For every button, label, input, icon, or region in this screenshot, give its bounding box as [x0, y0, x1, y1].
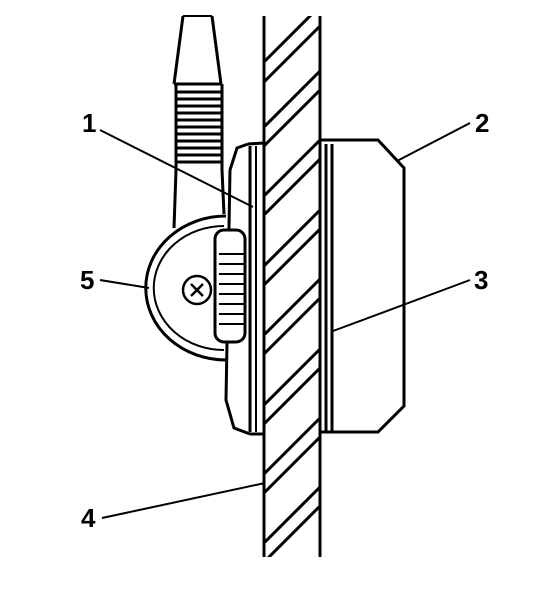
callout-3: 3 — [474, 265, 488, 295]
leader-line-1 — [99, 129, 254, 208]
callout-5: 5 — [80, 265, 94, 295]
vehicle-panel — [262, 16, 322, 557]
screw-head — [181, 274, 213, 306]
antenna-mast — [172, 15, 223, 86]
antenna-ribbed-section — [174, 84, 224, 170]
inner-coupler-pad — [324, 144, 334, 432]
leader-line-4 — [101, 482, 266, 519]
leader-line-2 — [396, 122, 471, 162]
leader-lines — [99, 122, 471, 519]
callout-1: 1 — [82, 108, 96, 138]
clamp-block — [213, 228, 247, 344]
callout-4: 4 — [81, 503, 96, 533]
inner-coupler-housing — [320, 138, 406, 434]
leader-line-3 — [332, 279, 471, 332]
callout-2: 2 — [475, 108, 489, 138]
panel-hatching — [264, 16, 320, 557]
leader-line-5 — [99, 279, 150, 289]
